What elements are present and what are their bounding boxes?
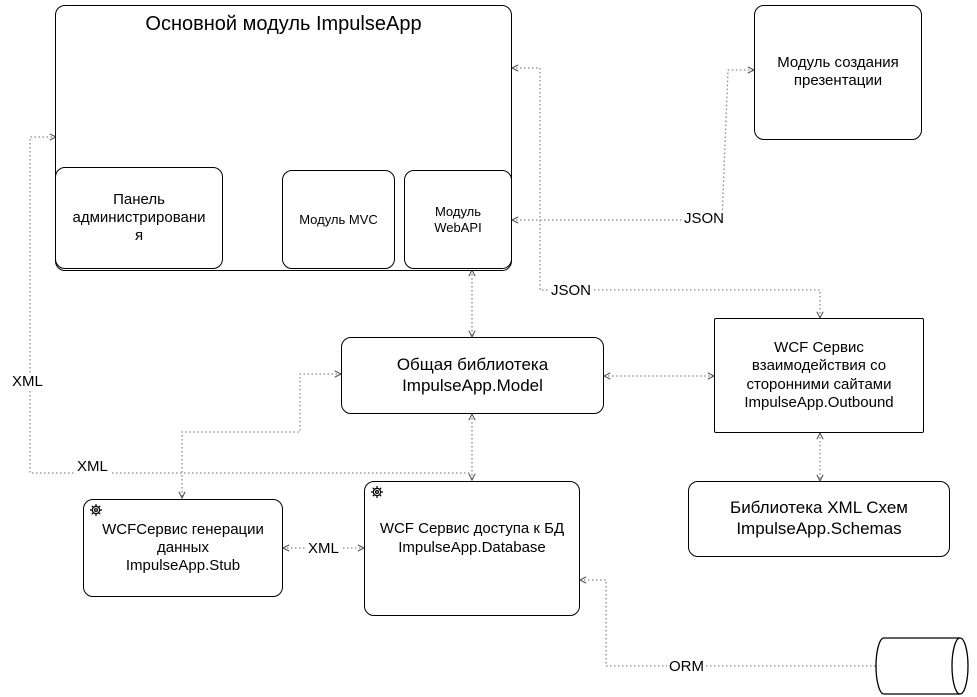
stub-service-label: WCFСервис генерации данных ImpulseApp.St… bbox=[102, 520, 264, 575]
mvc-module-label: Модуль MVC bbox=[299, 211, 378, 227]
edge-label-xml-stub-db: XML bbox=[306, 540, 341, 557]
schemas-library-box: Библиотека XML Схем ImpulseApp.Schemas bbox=[688, 481, 950, 557]
edge-label-json-outbound: JSON bbox=[549, 282, 594, 299]
edge-presentation-main bbox=[512, 68, 754, 221]
edge-model-stub bbox=[182, 374, 341, 498]
database-service-box: WCF Сервис доступа к БД ImpulseApp.Datab… bbox=[364, 481, 580, 616]
gear-icon bbox=[371, 486, 383, 498]
edge-label-xml-bottom: XML bbox=[75, 458, 110, 475]
edge-label-json-presentation: JSON bbox=[682, 210, 727, 227]
webapi-module-label: Модуль WebAPI bbox=[434, 203, 482, 235]
mvc-module-box: Модуль MVC bbox=[282, 170, 395, 269]
admin-panel-label: Панель администрировани я bbox=[72, 190, 206, 245]
model-library-label: Общая библиотека ImpulseApp.Model bbox=[396, 354, 549, 395]
presentation-module-box: Модуль создания презентации bbox=[754, 5, 922, 140]
database-service-label: WCF Сервис доступа к БД ImpulseApp.Datab… bbox=[379, 520, 565, 556]
presentation-module-label: Модуль создания презентации bbox=[777, 54, 899, 90]
edge-webapi-outbound bbox=[512, 220, 820, 318]
webapi-module-box: Модуль WebAPI bbox=[404, 170, 512, 269]
gear-icon bbox=[90, 504, 102, 516]
edge-label-xml-left: XML bbox=[10, 373, 45, 390]
edge-xml-main-database bbox=[29, 137, 472, 474]
edge-label-orm: ORM bbox=[667, 658, 706, 675]
database-cylinder-icon bbox=[875, 637, 969, 695]
outbound-service-label: WCF Сервис взаимодействия со сторонними … bbox=[744, 338, 894, 411]
model-library-box: Общая библиотека ImpulseApp.Model bbox=[341, 337, 604, 414]
main-module-title: Основной модуль ImpulseApp bbox=[145, 13, 422, 35]
edge-database-orm bbox=[580, 580, 876, 667]
admin-panel-box: Панель администрировани я bbox=[55, 167, 223, 269]
outbound-service-box: WCF Сервис взаимодействия со сторонними … bbox=[714, 318, 924, 433]
schemas-library-label: Библиотека XML Схем ImpulseApp.Schemas bbox=[730, 498, 908, 538]
stub-service-box: WCFСервис генерации данных ImpulseApp.St… bbox=[83, 499, 283, 597]
